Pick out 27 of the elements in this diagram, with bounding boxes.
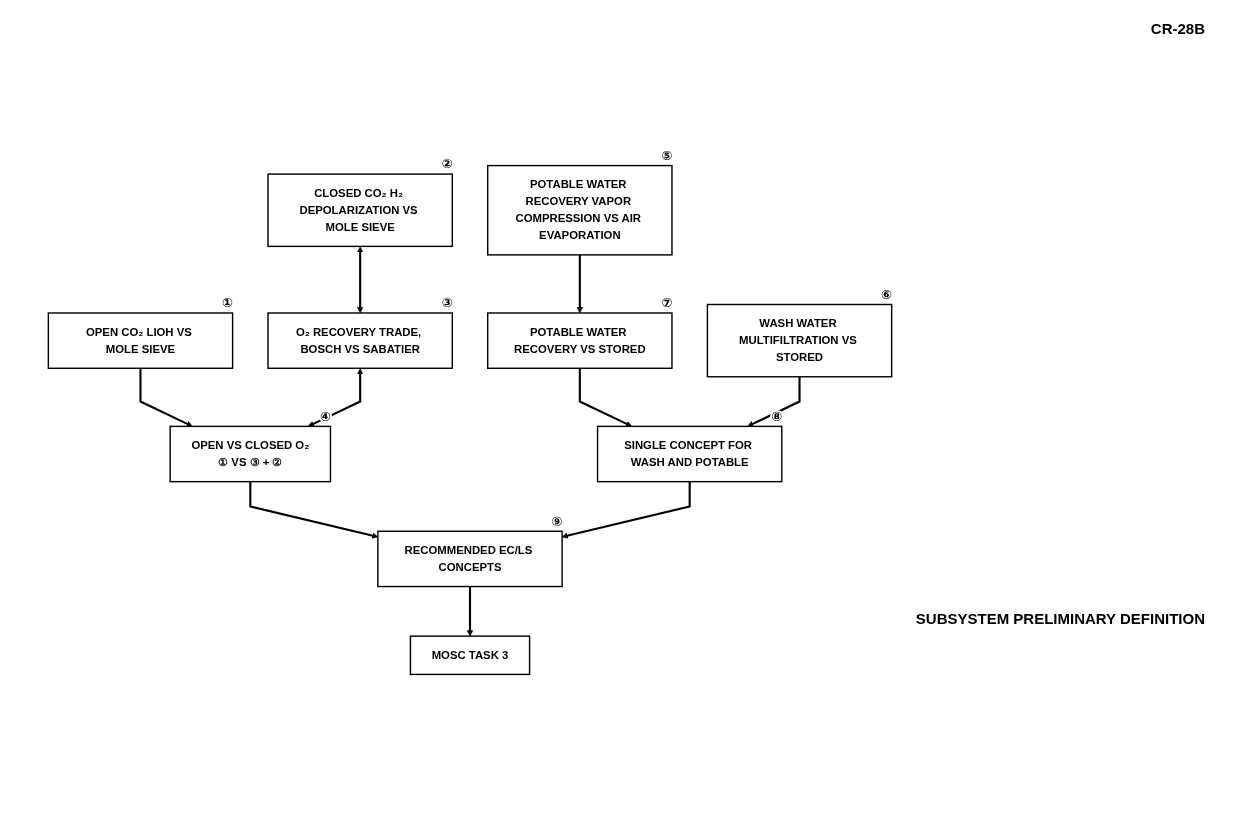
node-box: WASH WATER MULTIFILTRATION VS STORED [706, 303, 893, 378]
figure-code: CR-28B [1150, 20, 1205, 37]
arrow [307, 368, 364, 427]
node-box: RECOMMENDED EC/LS CONCEPTS [377, 530, 563, 588]
node-box: SINGLE CONCEPT FOR WASH AND POTABLE [596, 425, 783, 483]
step-number: ⑧ [771, 408, 782, 424]
arrow [357, 246, 364, 314]
note-text: SUBSYSTEM PRELIMINARY DEFINITION [915, 610, 1205, 627]
node-box: POTABLE WATER RECOVERY VAPOR COMPRESSION VS AIR EVAPORATION [487, 164, 673, 256]
step-number: ③ [441, 295, 453, 311]
arrow [576, 254, 583, 314]
step-number: ② [441, 156, 453, 172]
node-box: O₂ RECOVERY TRADE, BOSCH VS SABATIER [267, 312, 453, 369]
step-number: ⑥ [880, 286, 892, 302]
step-number: ⑨ [551, 513, 563, 529]
arrow [747, 376, 801, 427]
node-box: OPEN CO₂ LIOH VS MOLE SIEVE [47, 312, 234, 369]
step-number: ⑤ [661, 147, 672, 163]
node-box: OPEN VS CLOSED O₂ ① VS ③ + ② [169, 425, 332, 483]
step-number: ⑦ [661, 295, 672, 311]
node-box: POTABLE WATER RECOVERY VS STORED [487, 312, 673, 369]
node-box: CLOSED CO₂ H₂ DEPOLARIZATION VS MOLE SIEVE [267, 173, 453, 248]
step-number: ① [221, 295, 233, 311]
node-box: MOSC TASK 3 [409, 635, 531, 676]
arrow [578, 368, 633, 427]
arrow [466, 586, 474, 637]
arrow [139, 368, 193, 427]
